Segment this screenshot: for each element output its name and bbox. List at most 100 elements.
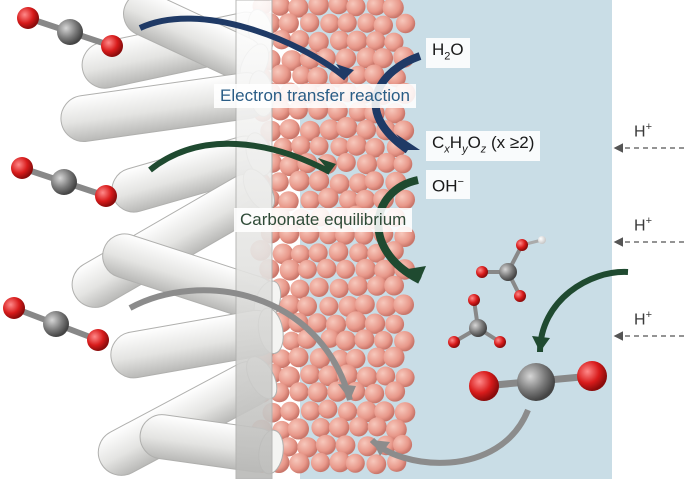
catalyst-particle — [349, 417, 369, 437]
catalyst-particle — [345, 453, 365, 473]
catalyst-particle — [383, 346, 405, 368]
catalyst-particle — [300, 364, 320, 385]
catalyst-particle — [335, 48, 357, 69]
catalyst-particle — [364, 383, 385, 404]
product-label: CxHyOz (x ≥2) — [426, 131, 541, 162]
catalyst-particle — [300, 401, 321, 421]
catalyst-particle — [307, 313, 328, 333]
catalyst-particle — [309, 277, 329, 297]
catalyst-particle — [336, 153, 356, 172]
catalyst-particle — [288, 0, 309, 18]
catalyst-particle — [336, 259, 355, 279]
catalyst-particle — [356, 154, 378, 175]
catalyst-particle — [291, 135, 311, 156]
catalyst-particle — [310, 452, 331, 473]
catalyst-particle — [309, 136, 329, 156]
catalyst-particle — [278, 191, 299, 212]
catalyst-particle — [279, 155, 300, 177]
catalyst-particle — [365, 138, 385, 158]
catalyst-particle — [330, 137, 350, 157]
catalyst-particle — [307, 67, 328, 88]
catalyst-particle — [279, 119, 300, 140]
catalyst-particle — [279, 259, 301, 281]
catalyst-particle — [336, 116, 358, 139]
catalyst-particle — [337, 13, 357, 33]
catalyst-particle — [300, 13, 320, 33]
catalyst-particle — [315, 434, 337, 455]
catalyst-particle — [394, 402, 416, 423]
catalyst-particle — [384, 275, 404, 296]
catalyst-particle — [355, 189, 376, 210]
catalyst-particle — [348, 173, 369, 194]
catalyst-particle — [345, 348, 366, 369]
catalyst-particle — [270, 0, 290, 16]
catalyst-particle — [394, 331, 415, 352]
catalyst-particle — [382, 0, 404, 19]
catalyst-particle — [364, 313, 386, 334]
catalyst-particle — [364, 171, 384, 191]
catalyst-particle — [308, 170, 330, 192]
catalyst-particle — [329, 451, 351, 473]
catalyst-particle — [376, 295, 397, 317]
catalyst-particle — [272, 243, 294, 265]
catalyst-particle — [318, 399, 338, 419]
proton-flux-arrows — [613, 143, 684, 341]
gas-diffusion-rods — [60, 0, 284, 479]
catalyst-particle — [292, 66, 311, 85]
catalyst-particle — [364, 64, 385, 85]
co2-molecule-electrolyte — [469, 361, 607, 401]
catalyst-particle — [374, 401, 395, 422]
catalyst-particle — [329, 30, 350, 51]
catalyst-particle — [376, 152, 397, 173]
catalyst-particle — [328, 242, 349, 262]
fiber-rod — [235, 0, 273, 479]
catalyst-particle — [297, 437, 318, 458]
catalyst-particle — [320, 13, 340, 34]
catalyst-particle — [297, 259, 317, 279]
catalyst-particle — [356, 366, 378, 388]
catalyst-particle — [335, 435, 356, 456]
catalyst-particle — [395, 189, 415, 210]
catalyst-particle — [339, 190, 359, 210]
catalyst-particle — [281, 50, 303, 71]
catalyst-particle — [356, 119, 377, 140]
catalyst-particle — [320, 329, 340, 348]
catalyst-particle — [297, 296, 317, 317]
catalyst-particle — [282, 331, 301, 351]
catalyst-particle — [318, 187, 339, 209]
catalyst-particle — [290, 279, 310, 299]
catalyst-particle — [386, 419, 407, 440]
water-label: H2O — [426, 38, 470, 69]
catalyst-particle — [367, 347, 388, 368]
catalyst-particle — [357, 13, 377, 33]
hydroxide-label: OH− — [426, 170, 470, 199]
catalyst-particle — [356, 47, 378, 69]
catalyst-particle — [374, 331, 393, 350]
catalyst-particle — [308, 243, 328, 263]
bicarbonate-ion — [476, 236, 546, 302]
catalyst-particle — [319, 119, 341, 141]
carbonate-equilibrium-label: Carbonate equilibrium — [234, 208, 413, 232]
catalyst-particle — [346, 135, 367, 156]
co2-molecule-top — [17, 7, 123, 57]
catalyst-particle — [384, 32, 404, 52]
catalyst-particle — [385, 314, 405, 334]
catalyst-particle — [355, 294, 375, 315]
catalyst-particle — [272, 349, 292, 369]
catalyst-particle — [392, 434, 413, 455]
catalyst-particle — [300, 190, 320, 211]
catalyst-particle — [346, 30, 368, 52]
catalyst-particle — [345, 311, 367, 333]
catalyst-particle — [289, 382, 309, 402]
catalyst-particle — [366, 31, 386, 51]
proton-label: H+ — [634, 215, 652, 235]
catalyst-particle — [376, 366, 396, 386]
catalyst-particle — [328, 0, 349, 15]
catalyst-particle — [318, 365, 340, 387]
catalyst-particle — [337, 401, 358, 421]
catalyst-particle — [278, 13, 299, 34]
catalyst-particle — [366, 0, 386, 16]
catalyst-particle — [346, 0, 366, 17]
catalyst-particle — [395, 13, 416, 34]
